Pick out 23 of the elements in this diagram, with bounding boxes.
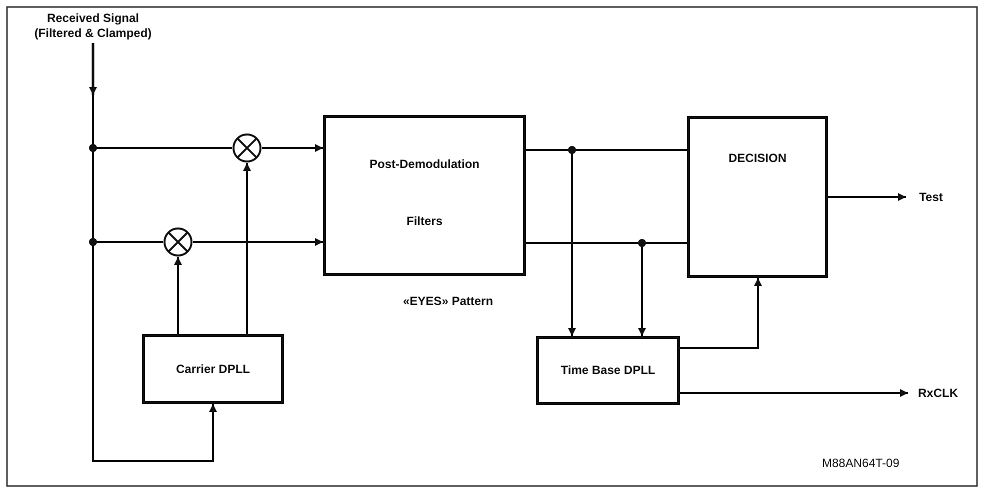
block-label: DECISION [728, 150, 786, 166]
arrow [680, 389, 908, 397]
node-label: «EYES» Pattern [403, 294, 494, 309]
arrow [828, 193, 906, 201]
block-label: Post-Demodulation Filters [368, 156, 480, 230]
arrow [193, 238, 323, 246]
block-label: Time Base DPLL [560, 363, 656, 378]
arrow [243, 163, 251, 334]
decision-block [687, 116, 828, 278]
block-label: Carrier DPLL [176, 362, 250, 376]
arrow [89, 43, 97, 95]
dpll-block [536, 336, 680, 405]
filter-block [323, 115, 526, 276]
mixer-symbol [163, 227, 193, 257]
arrow [174, 257, 182, 334]
signal-label: Test [906, 189, 956, 205]
signal-label: RxCLK [908, 385, 968, 401]
figure-code: M88AN64T-09 [822, 456, 900, 470]
signal-label: Received Signal (Filtered & Clamped) [23, 9, 163, 43]
mixer-symbol [232, 133, 262, 163]
dpll-block [142, 334, 284, 404]
arrow [262, 144, 323, 152]
arrow [680, 278, 762, 349]
